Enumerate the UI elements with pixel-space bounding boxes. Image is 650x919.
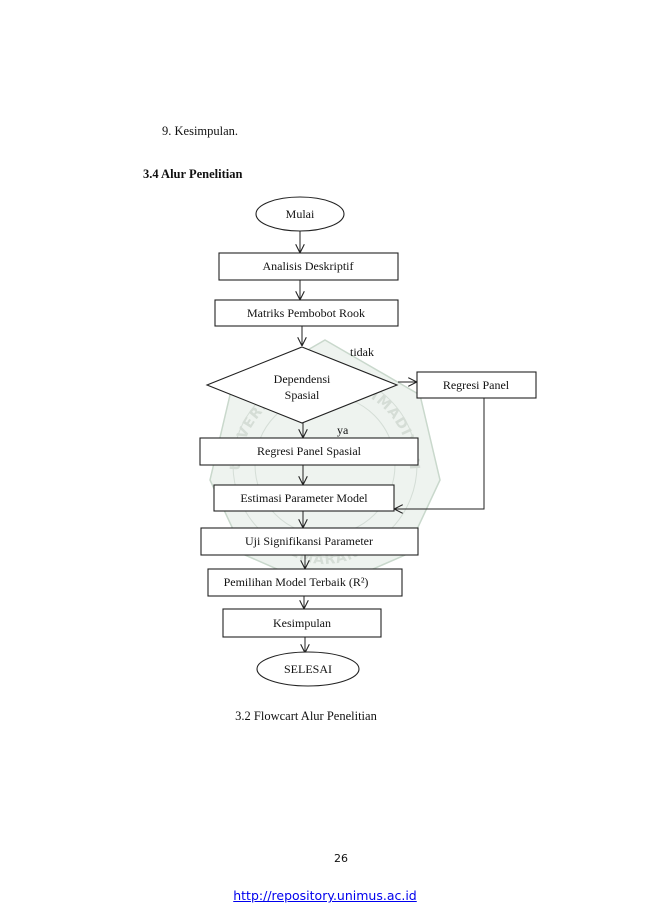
panel-regression-label: Regresi Panel	[443, 378, 510, 392]
decision-label-line2: Spasial	[285, 388, 320, 402]
weight-matrix-label: Matriks Pembobot Rook	[247, 306, 365, 320]
descriptive-analysis-label: Analisis Deskriptif	[263, 259, 354, 273]
figure-caption: 3.2 Flowcart Alur Penelitian	[235, 709, 377, 723]
decision-label-line1: Dependensi	[274, 372, 331, 386]
end-label: SELESAI	[284, 662, 332, 676]
arrow-panel-to-estimation	[395, 398, 485, 509]
significance-test-label: Uji Signifikansi Parameter	[245, 534, 373, 548]
start-terminal: Mulai	[255, 196, 345, 232]
conclusion-box: Kesimpulan	[222, 608, 382, 638]
list-item-conclusion: 9. Kesimpulan.	[162, 124, 239, 138]
label-no: tidak	[350, 345, 374, 359]
label-yes: ya	[337, 423, 349, 437]
estimation-box: Estimasi Parameter Model	[213, 484, 395, 512]
estimation-label: Estimasi Parameter Model	[240, 491, 368, 505]
model-selection-box: Pemilihan Model Terbaik (R²)	[207, 568, 403, 597]
spatial-panel-regression-box: Regresi Panel Spasial	[199, 437, 419, 466]
model-selection-label: Pemilihan Model Terbaik (R²)	[224, 575, 369, 589]
panel-regression-box: Regresi Panel	[416, 371, 537, 399]
page-number: 26	[334, 852, 348, 865]
section-heading: 3.4 Alur Penelitian	[143, 167, 243, 181]
descriptive-analysis-box: Analisis Deskriptif	[218, 252, 399, 281]
spatial-panel-regression-label: Regresi Panel Spasial	[257, 444, 362, 458]
weight-matrix-box: Matriks Pembobot Rook	[214, 299, 399, 327]
repository-link[interactable]: http://repository.unimus.ac.id	[233, 888, 417, 903]
end-terminal: SELESAI	[256, 651, 360, 687]
significance-test-box: Uji Signifikansi Parameter	[200, 527, 419, 556]
spatial-dependence-decision: Dependensi Spasial	[205, 346, 399, 424]
conclusion-label: Kesimpulan	[273, 616, 331, 630]
start-label: Mulai	[286, 207, 315, 221]
